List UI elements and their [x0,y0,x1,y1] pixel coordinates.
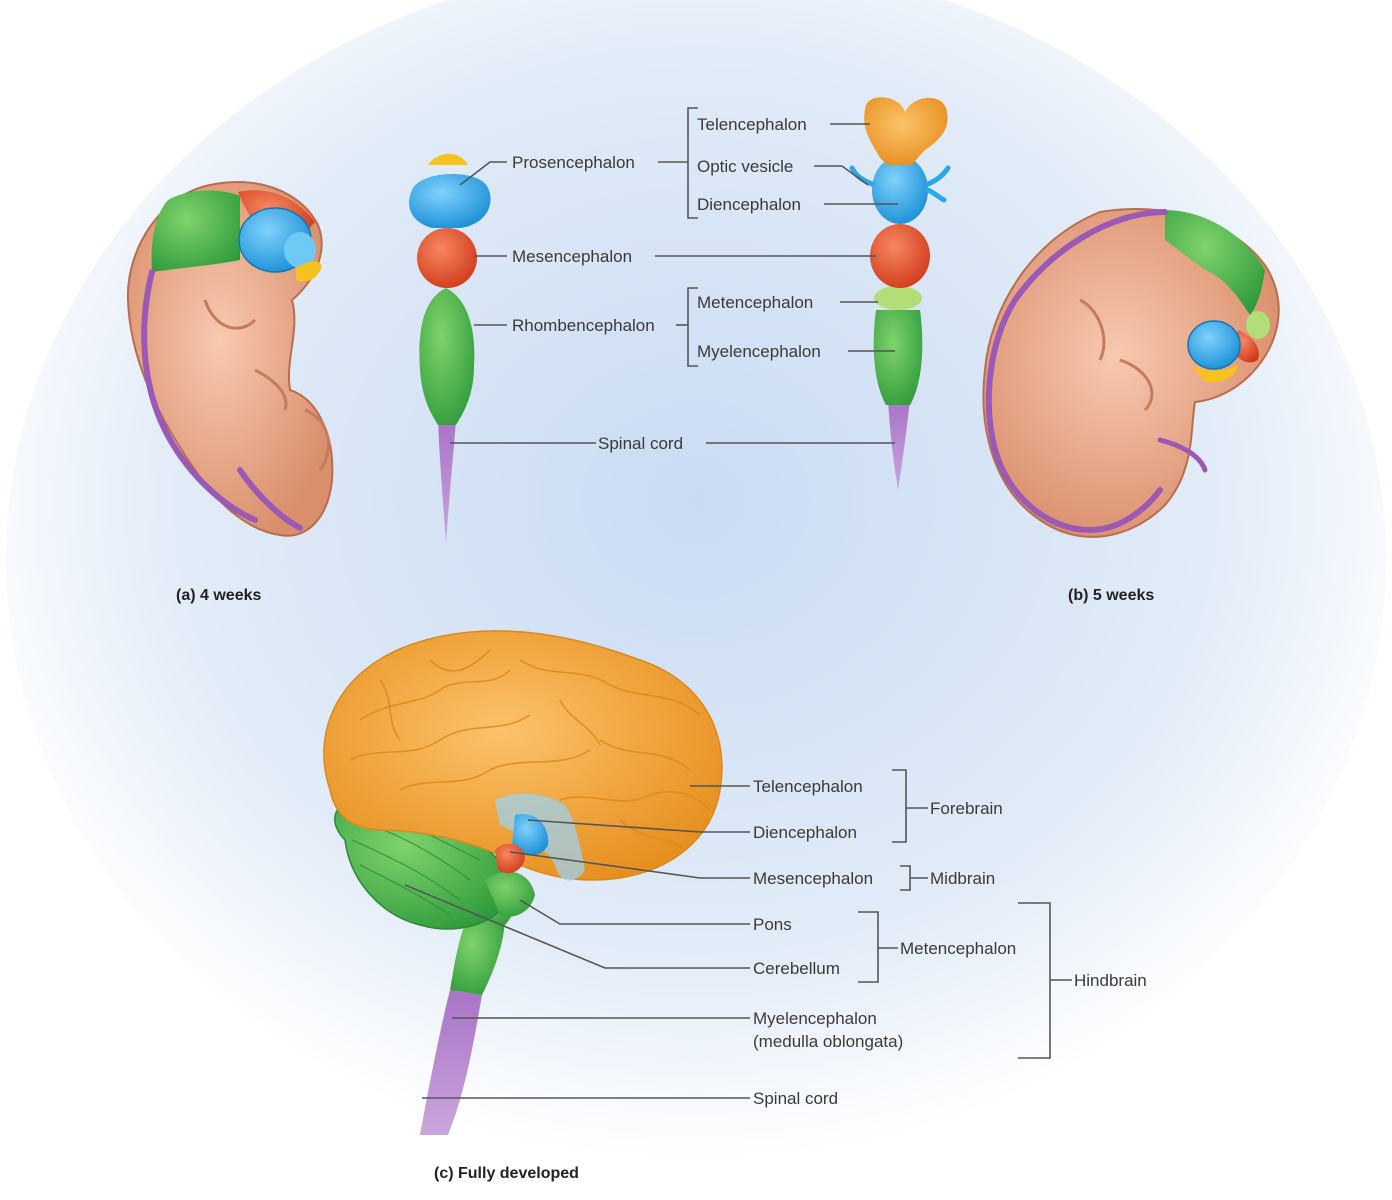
label-spinal-cord-top: Spinal cord [598,434,683,453]
label-mesencephalon-adult: Mesencephalon [753,869,873,888]
label-metencephalon-adult: Metencephalon [900,939,1016,958]
caption-5-weeks: (b) 5 weeks [1068,587,1154,604]
label-forebrain: Forebrain [930,799,1003,818]
label-telencephalon-top: Telencephalon [697,115,807,134]
label-hindbrain: Hindbrain [1074,971,1147,990]
label-diencephalon-top: Diencephalon [697,195,801,214]
background-glow [6,0,1386,1160]
label-mesencephalon-top: Mesencephalon [512,247,632,266]
five-vesicle-stage [849,97,951,490]
label-rhombencephalon: Rhombencephalon [512,316,655,335]
label-prosencephalon: Prosencephalon [512,153,635,172]
three-vesicle-stage [409,153,491,545]
caption-fully-developed: (c) Fully developed [434,1165,579,1182]
embryo-5-weeks [982,208,1280,538]
label-cerebellum: Cerebellum [753,959,840,978]
label-optic-vesicle: Optic vesicle [697,157,793,176]
bottom-leader-lines [404,769,1072,1099]
label-diencephalon-adult: Diencephalon [753,823,857,842]
label-metencephalon-top: Metencephalon [697,293,813,312]
label-myelencephalon-adult: Myelencephalon [753,1009,877,1028]
caption-4-weeks: (a) 4 weeks [176,587,261,604]
label-myelencephalon-top: Myelencephalon [697,342,821,361]
label-pons: Pons [753,915,792,934]
top-leader-lines [450,107,898,444]
adult-brain [323,630,723,1135]
label-midbrain: Midbrain [930,869,995,888]
embryo-4-weeks [126,181,334,537]
label-telencephalon-adult: Telencephalon [753,777,863,796]
label-medulla-oblongata: (medulla oblongata) [753,1032,903,1051]
label-spinal-cord-adult: Spinal cord [753,1089,838,1108]
